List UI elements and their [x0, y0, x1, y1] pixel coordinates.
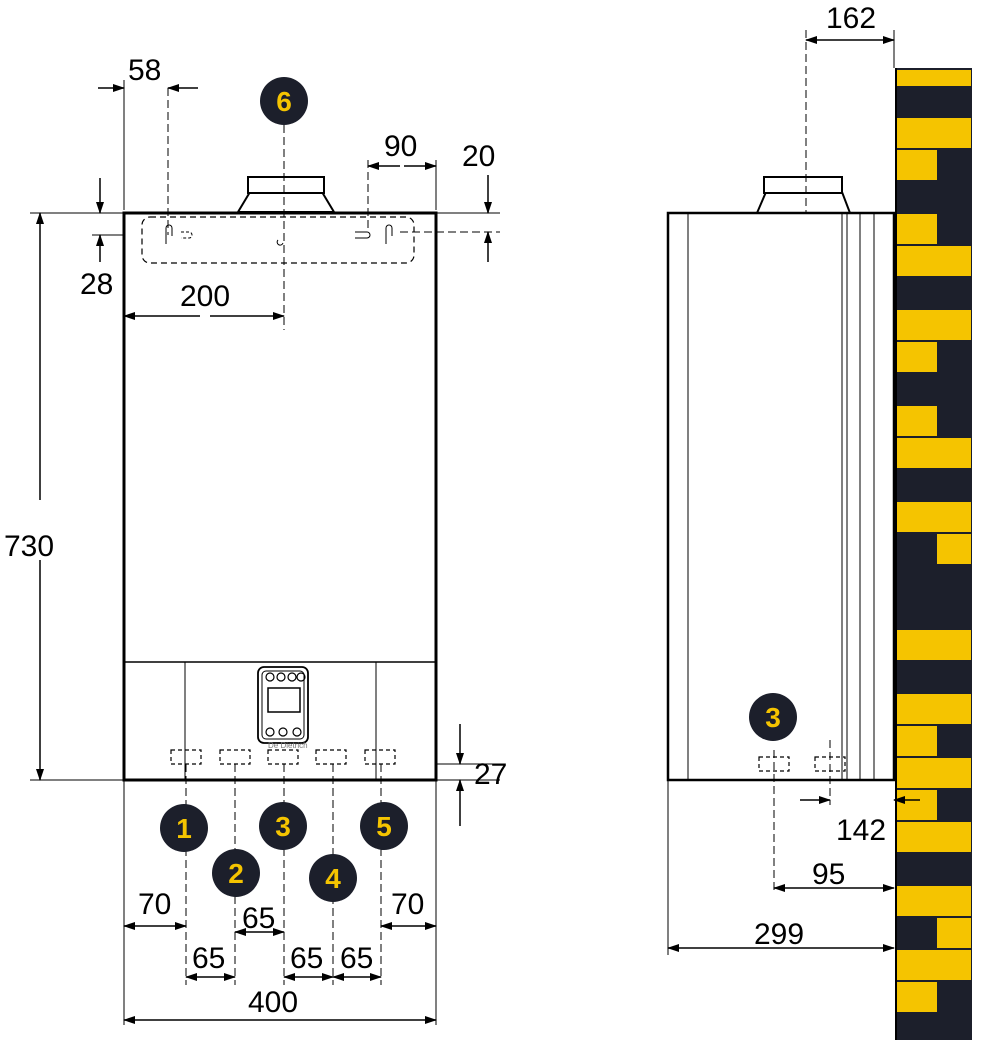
- side-view: 162 142 95 299 3: [666, 2, 972, 1040]
- svg-text:3: 3: [765, 702, 781, 733]
- dim-200: 200: [180, 280, 230, 313]
- dim-58: 58: [128, 54, 161, 87]
- dim-65-3: 65: [340, 942, 373, 975]
- svg-text:2: 2: [228, 858, 244, 889]
- flue-outlet-side: [755, 176, 852, 214]
- svg-text:4: 4: [325, 863, 341, 894]
- front-badges: 6 1 2 3 4 5: [160, 77, 408, 902]
- wall-bricks: [895, 68, 972, 1040]
- dim-65-top: 65: [242, 902, 275, 935]
- dim-162: 162: [826, 2, 876, 35]
- dim-28: 28: [80, 268, 113, 301]
- badge-1: 1: [160, 804, 208, 852]
- front-dimension-labels: 58 90 20 28 200 730 27 70 65 70 65 65 65…: [4, 54, 507, 1019]
- badge-3-side: 3: [749, 693, 797, 741]
- dim-20: 20: [462, 140, 495, 173]
- dim-95: 95: [812, 858, 845, 891]
- svg-text:3: 3: [275, 811, 291, 842]
- svg-text:5: 5: [376, 811, 392, 842]
- side-dimension-labels: 162 142 95 299: [754, 2, 886, 951]
- dim-70-left: 70: [138, 888, 171, 921]
- svg-text:1: 1: [176, 813, 192, 844]
- front-dimension-arrows: [36, 84, 492, 1024]
- dim-400: 400: [248, 986, 298, 1019]
- brand-logo-text: De Dietrich: [268, 741, 308, 750]
- display-screen: [267, 687, 301, 713]
- front-view: De Dietrich: [4, 54, 507, 1025]
- flue-outlet: [236, 176, 336, 213]
- svg-text:6: 6: [276, 86, 292, 117]
- dim-70-right: 70: [391, 888, 424, 921]
- dim-65-1: 65: [192, 942, 225, 975]
- side-dimension-arrows: [667, 36, 920, 952]
- dim-730: 730: [4, 530, 54, 563]
- badge-2: 2: [212, 849, 260, 897]
- mounting-bracket: [141, 216, 415, 264]
- dim-142: 142: [836, 814, 886, 847]
- dim-90: 90: [384, 130, 417, 163]
- badge-5: 5: [360, 802, 408, 850]
- badge-6: 6: [260, 77, 308, 125]
- dim-65-2: 65: [290, 942, 323, 975]
- dim-299: 299: [754, 918, 804, 951]
- boiler-body-side: [666, 211, 896, 782]
- badge-3-front: 3: [259, 802, 307, 850]
- badge-4: 4: [309, 854, 357, 902]
- dim-27: 27: [474, 758, 507, 791]
- control-panel: De Dietrich: [257, 666, 309, 750]
